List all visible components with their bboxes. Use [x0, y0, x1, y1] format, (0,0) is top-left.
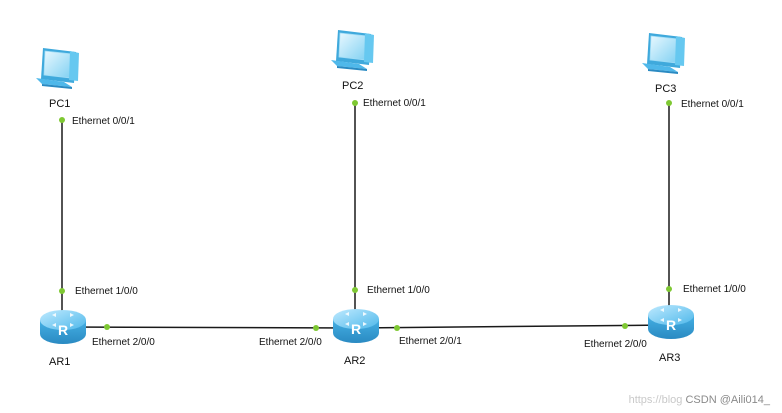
port-label-ar3-up: Ethernet 1/0/0	[683, 284, 746, 295]
ar3-label: AR3	[659, 352, 681, 364]
port-label-ar2-right: Ethernet 2/0/1	[399, 336, 462, 347]
links	[61, 101, 670, 329]
port-label-pc1: Ethernet 0/0/1	[72, 116, 135, 127]
port-dot-ar2-right	[394, 325, 400, 331]
port-label-ar1-right: Ethernet 2/0/0	[92, 337, 155, 348]
pc3-label: PC3	[655, 83, 677, 95]
pc1-label: PC1	[49, 98, 71, 110]
ar3-router-letter: R	[666, 317, 676, 333]
link-ar1-ar2[interactable]	[61, 326, 356, 329]
port-dot-pc3	[666, 100, 672, 106]
port-dot-ar2-up	[352, 287, 358, 293]
link-ar2-ar3[interactable]	[354, 324, 670, 329]
port-dot-pc2	[352, 100, 358, 106]
ar1-label: AR1	[49, 356, 71, 368]
port-label-pc3: Ethernet 0/0/1	[681, 99, 744, 110]
ar1-router-letter: R	[58, 322, 68, 338]
port-label-ar2-up: Ethernet 1/0/0	[367, 285, 430, 296]
pc3-icon[interactable]	[641, 32, 686, 74]
ar2-router-letter: R	[351, 321, 361, 337]
pc1-icon[interactable]	[35, 47, 80, 89]
port-dot-ar3-left	[622, 323, 628, 329]
port-label-ar2-left: Ethernet 2/0/0	[259, 337, 322, 348]
port-dot-pc1	[59, 117, 65, 123]
port-dot-ar1-right	[104, 324, 110, 330]
watermark-url: https://blog	[628, 394, 683, 406]
watermark: https://blog CSDN @Aili014_	[629, 394, 770, 406]
port-dot-ar3-up	[666, 286, 672, 292]
port-dot-ar2-left	[313, 325, 319, 331]
watermark-text: CSDN @Aili014_	[685, 394, 770, 406]
port-dots	[59, 100, 672, 331]
port-label-pc2: Ethernet 0/0/1	[363, 98, 426, 109]
port-label-ar1-up: Ethernet 1/0/0	[75, 286, 138, 297]
port-label-ar3-left: Ethernet 2/0/0	[584, 339, 647, 350]
pc2-icon[interactable]	[330, 29, 375, 71]
port-dot-ar1-up	[59, 288, 65, 294]
pc2-label: PC2	[342, 80, 364, 92]
ar2-label: AR2	[344, 355, 366, 367]
